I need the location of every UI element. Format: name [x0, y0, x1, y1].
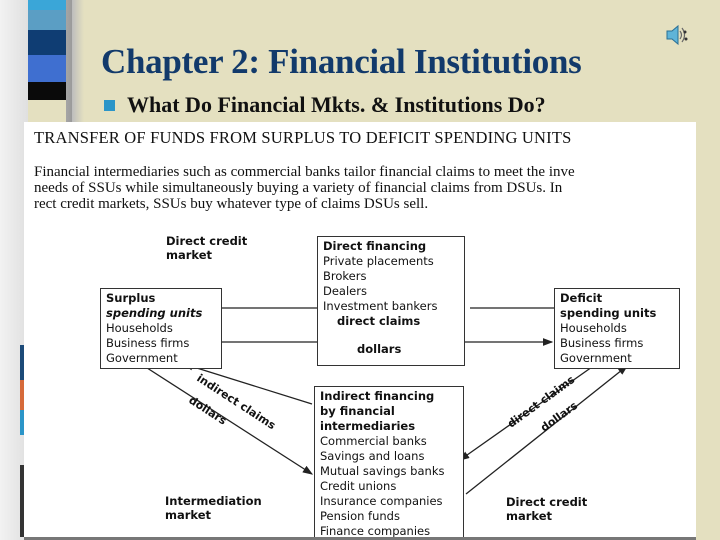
- deco-bar: [28, 10, 66, 30]
- label-intermediation-market: Intermediation market: [165, 494, 262, 522]
- deco-bar: [28, 30, 66, 55]
- figure-heading: TRANSFER OF FUNDS FROM SURPLUS TO DEFICI…: [34, 128, 572, 147]
- deco-bar: [20, 410, 24, 435]
- deco-bar: [28, 55, 66, 82]
- deco-bar: [20, 465, 24, 537]
- slide-title: Chapter 2: Financial Institutions: [101, 42, 582, 81]
- deco-bar: [28, 0, 66, 10]
- label-direct-credit-market-top: Direct credit market: [166, 234, 248, 262]
- surplus-units-box: Surplus spending units Households Busine…: [100, 288, 222, 369]
- funds-transfer-figure: TRANSFER OF FUNDS FROM SURPLUS TO DEFICI…: [24, 122, 696, 540]
- paragraph-line: needs of SSUs while simultaneously buyin…: [34, 180, 563, 196]
- paragraph-line: rect credit markets, SSUs buy whatever t…: [34, 196, 429, 212]
- label-direct-credit-market-bottom: Direct credit market: [506, 495, 588, 523]
- speaker-icon[interactable]: [664, 22, 690, 48]
- paragraph-line: Financial intermediaries such as commerc…: [34, 164, 575, 180]
- bullet-text: What Do Financial Mkts. & Institutions D…: [127, 92, 546, 117]
- deco-bar: [20, 380, 24, 410]
- bottom-border: [24, 537, 696, 540]
- deco-bar: [28, 82, 66, 100]
- flow-arrows: indirect claims dollars direct claims do…: [137, 304, 629, 495]
- deco-bar: [28, 100, 66, 122]
- deficit-units-box: Deficit spending units Households Busine…: [554, 288, 680, 369]
- bullet-item: What Do Financial Mkts. & Institutions D…: [104, 92, 546, 118]
- deco-bar: [20, 345, 24, 380]
- indirect-financing-box: Indirect financing by financial intermed…: [314, 386, 464, 540]
- direct-financing-box: Direct financing Private placements Brok…: [317, 236, 465, 366]
- figure-paragraph: Financial intermediaries such as commerc…: [34, 164, 575, 212]
- bullet-square-icon: [104, 99, 115, 111]
